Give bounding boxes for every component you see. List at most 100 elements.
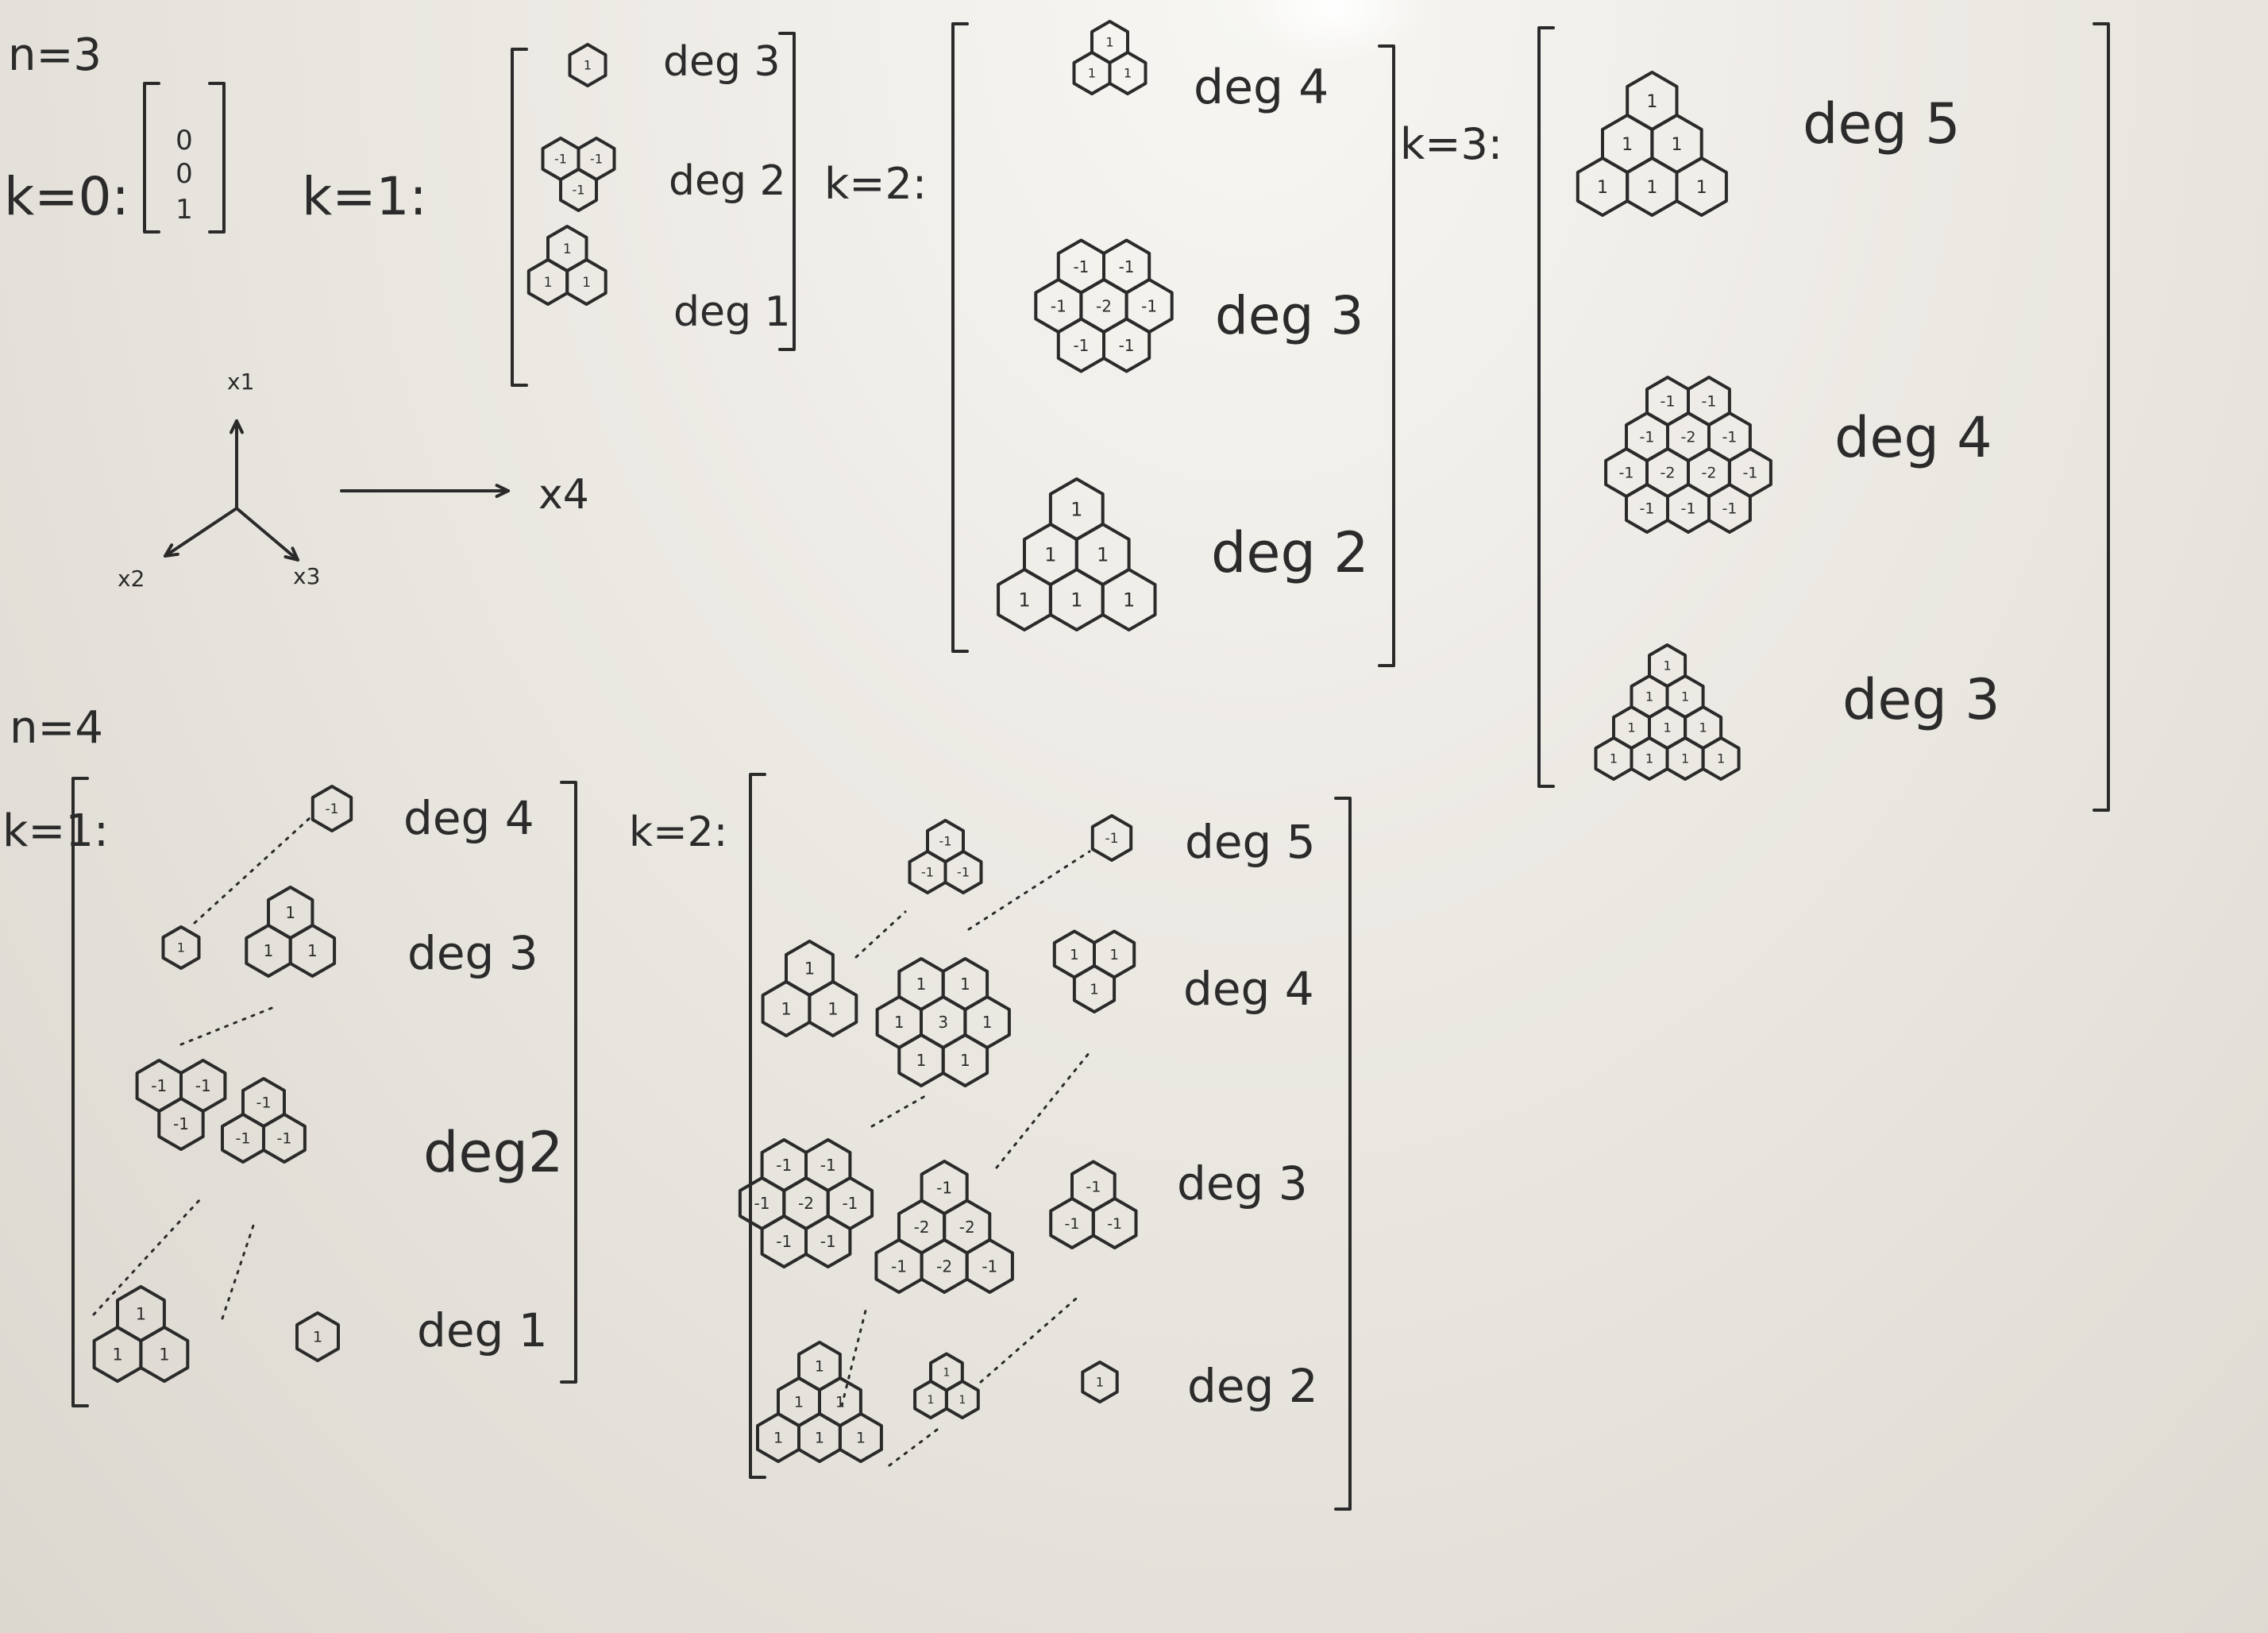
hexagon-cell <box>1081 1361 1119 1403</box>
hexagon-value: -1 <box>982 1257 997 1276</box>
flash-glare <box>1239 0 1429 64</box>
hexagon-value: 1 <box>1663 658 1671 674</box>
vector-entry: 0 <box>176 125 193 156</box>
hexagon-value: 1 <box>815 1358 824 1376</box>
hexagon-value: -1 <box>820 1156 836 1175</box>
hexagon-value: 1 <box>563 241 572 257</box>
left-bracket <box>1537 26 1555 788</box>
degree-label: deg 3 <box>1215 285 1364 346</box>
hexagon-value: 1 <box>1096 1375 1104 1390</box>
hexagon-value: 1 <box>112 1345 122 1364</box>
hexagon-value: 1 <box>781 999 791 1018</box>
hexagon-cell <box>262 1113 307 1164</box>
degree-label: deg2 <box>423 1120 563 1185</box>
hexagon-value: -1 <box>276 1130 291 1148</box>
hexagon-cell <box>1701 736 1741 781</box>
hexagon-value: 1 <box>1646 92 1657 112</box>
hexagon-value: -1 <box>1065 1215 1080 1233</box>
degree-label: deg 4 <box>403 791 534 845</box>
hexagon-value: 1 <box>136 1304 146 1323</box>
hexagon-value: 1 <box>285 903 295 922</box>
hexagon-value: -2 <box>1096 296 1112 315</box>
left-bracket <box>951 22 969 653</box>
k-label: k=1: <box>302 166 427 227</box>
hexagon-value: 1 <box>1105 35 1113 50</box>
left-bracket <box>749 773 766 1479</box>
hexagon-value: -1 <box>1119 257 1135 276</box>
section-label: n=3 <box>8 29 102 81</box>
x1-axis-arrow-head <box>230 419 244 434</box>
dotted-connector <box>854 910 907 959</box>
x2-axis-arrow-head <box>164 543 179 558</box>
hexagon-cell <box>161 925 201 970</box>
hexagon-cell <box>1091 1197 1138 1249</box>
hexagon-value: 1 <box>1109 947 1118 963</box>
x2-axis-label: x2 <box>118 566 145 592</box>
degree-label: deg 1 <box>673 288 791 336</box>
hexagon-cell <box>838 1412 883 1463</box>
hexagon-value: -1 <box>256 1094 272 1112</box>
hexagon-value: -1 <box>173 1114 189 1133</box>
hexagon-value: -1 <box>754 1194 770 1213</box>
hexagon-value: -2 <box>1701 465 1716 482</box>
hexagon-value: 1 <box>1622 135 1633 155</box>
hexagon-cluster: 1 <box>1081 1361 1119 1403</box>
right-bracket <box>1334 797 1352 1511</box>
dotted-connector <box>995 1051 1091 1169</box>
dotted-connector <box>870 1094 927 1128</box>
hexagon-cell <box>568 43 608 87</box>
dotted-connector <box>179 1006 276 1046</box>
hexagon-cell <box>559 168 598 212</box>
hexagon-value: 1 <box>982 1013 993 1032</box>
hexagon-cell <box>1108 51 1148 95</box>
hexagon-value: -1 <box>776 1156 792 1175</box>
hexagon-value: 1 <box>916 1051 927 1070</box>
hexagon-cluster: 1 <box>161 925 201 970</box>
hexagon-value: 1 <box>804 959 815 978</box>
dotted-connector <box>840 1309 867 1407</box>
k-label: k=0: <box>4 166 129 227</box>
x1-axis-label: x1 <box>227 369 254 395</box>
hexagon-value: 1 <box>943 1367 950 1380</box>
hexagon-cluster: -1 <box>1090 814 1133 862</box>
hexagon-cell <box>1090 814 1133 862</box>
hexagon-value: -1 <box>1660 393 1676 411</box>
hexagon-value: -2 <box>936 1257 952 1276</box>
degree-label: deg 4 <box>1194 60 1329 115</box>
right-bracket <box>560 781 577 1384</box>
k-label: k=2: <box>629 809 727 856</box>
hexagon-value: 1 <box>1645 689 1653 705</box>
hexagon-value: 1 <box>264 941 274 960</box>
right-bracket <box>1378 44 1395 667</box>
hexagon-value: 1 <box>1610 751 1618 766</box>
hexagon-value: -1 <box>939 834 952 849</box>
left-bracket <box>143 82 160 234</box>
hexagon-value: 1 <box>313 1329 322 1346</box>
hexagon-cell <box>1072 964 1117 1013</box>
hexagon-value: 1 <box>1681 751 1689 766</box>
hexagon-value: 1 <box>928 1394 935 1407</box>
hexagon-cluster: -1 <box>310 785 353 832</box>
hexagon-cluster: -1-2-2-1-2-1 <box>874 1160 1014 1294</box>
degree-label: deg 3 <box>663 38 781 86</box>
degree-label: deg 4 <box>1834 405 1992 470</box>
hexagon-cluster: -1-1-1 <box>541 137 616 212</box>
dotted-connector <box>92 1198 202 1316</box>
vector-entry: 1 <box>176 194 193 226</box>
hexagon-value: 1 <box>1044 543 1056 566</box>
hexagon-cell <box>288 924 337 978</box>
hexagon-value: 1 <box>960 975 970 994</box>
hexagon-value: 1 <box>159 1345 169 1364</box>
hexagon-value: 1 <box>958 1394 966 1407</box>
hexagon-value: 1 <box>1681 689 1689 705</box>
degree-label: deg 5 <box>1803 91 1961 156</box>
hexagon-value: -1 <box>1086 1178 1101 1195</box>
hexagon-value: -2 <box>914 1218 930 1237</box>
hexagon-value: -1 <box>1051 296 1066 315</box>
hexagon-cell <box>804 1214 852 1268</box>
hexagon-value: -1 <box>1619 465 1634 482</box>
degree-label: deg 1 <box>417 1303 548 1357</box>
